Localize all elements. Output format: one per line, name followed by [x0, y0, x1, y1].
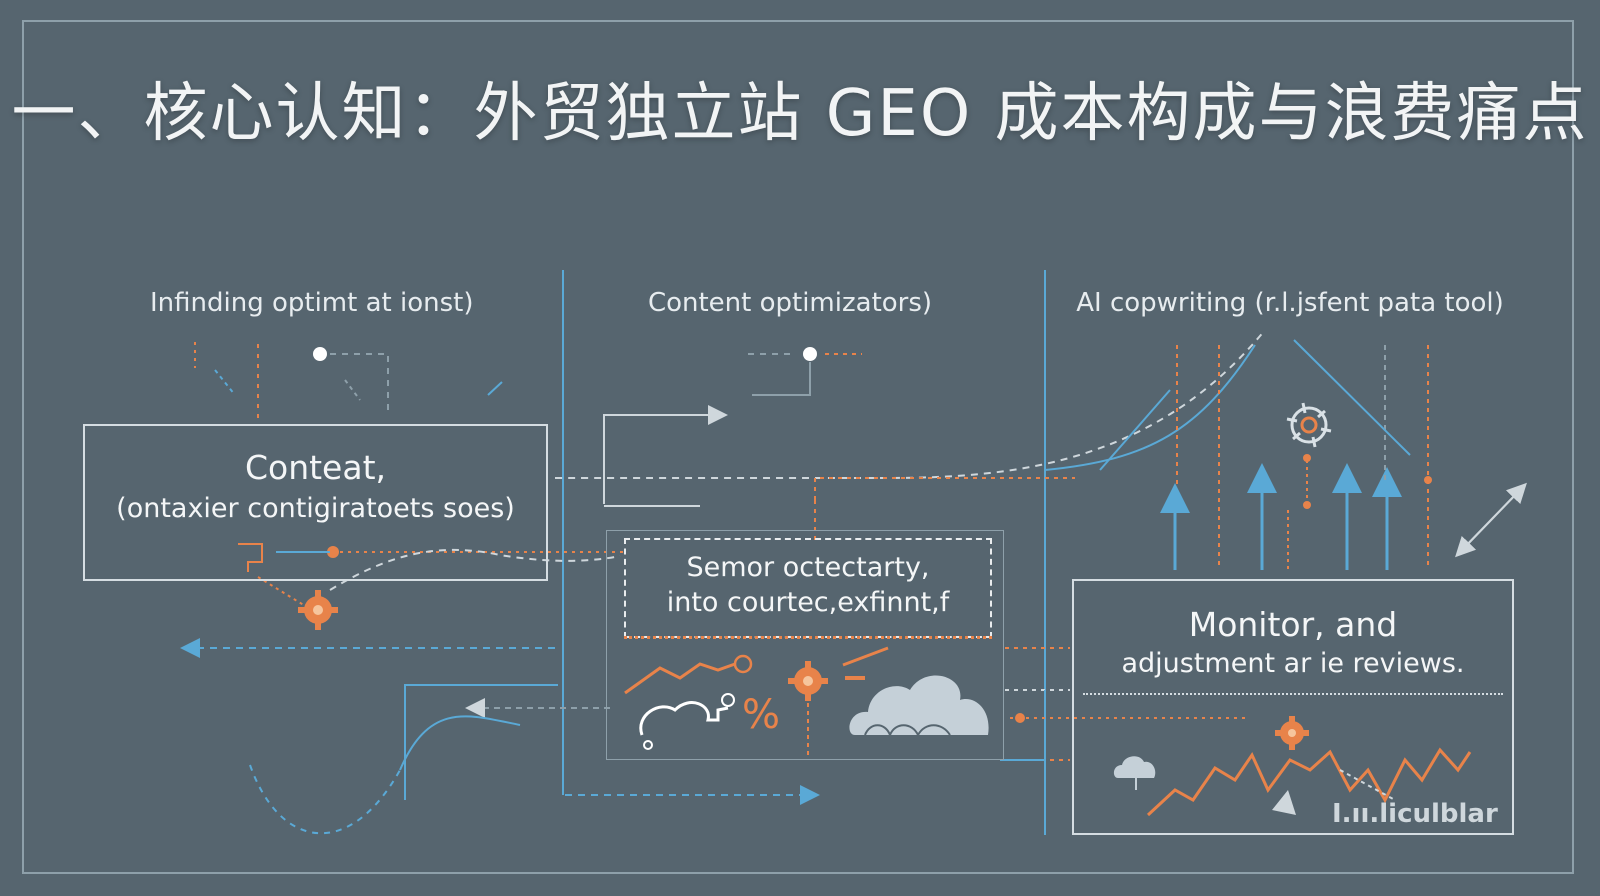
gear-icon-right	[1275, 716, 1309, 750]
percent-icon: %	[742, 692, 781, 738]
middle-icon-cluster	[624, 646, 889, 760]
column1-connectors	[194, 342, 503, 420]
blue-curve-top	[1044, 344, 1256, 471]
box-monitor: Monitor, and adjustment ar ie reviews.	[1072, 579, 1514, 835]
circuit-icon	[639, 701, 729, 736]
box-senior-subtitle: into courtec,exfinnt,f	[666, 587, 950, 618]
box-monitor-divider	[1083, 693, 1503, 695]
box-content-title: Conteat,	[244, 448, 387, 487]
network-gear-icon	[1286, 402, 1332, 448]
column2-connectors	[603, 347, 862, 507]
column-label-1: Infinding optimt at ionst)	[150, 288, 474, 318]
gear-icon-left	[298, 590, 338, 630]
box-content: Conteat, (ontaxier contigiratoets soes)	[83, 424, 548, 581]
gear-icon-middle	[788, 661, 828, 701]
mini-bar-icon	[1272, 790, 1296, 815]
orange-connector-top	[814, 477, 1075, 500]
column-label-3: AI copwriting (r.l.jsfent pata tool)	[1076, 288, 1504, 318]
box-senior: Semor octectarty, into courtec,exfinnt,f	[624, 538, 992, 638]
right-orange-chart	[1146, 747, 1472, 817]
orange-line	[842, 646, 889, 667]
right-arrows	[1099, 339, 1527, 570]
column-label-2: Content optimizators)	[647, 288, 933, 318]
small-cloud-icon	[1113, 756, 1156, 790]
trend-line	[624, 662, 736, 695]
box-monitor-subtitle: adjustment ar ie reviews.	[1121, 648, 1465, 679]
middle-panel	[606, 530, 1004, 760]
cloud-icon	[849, 675, 989, 738]
box-senior-title: Semor octectarty,	[686, 552, 930, 583]
slide-frame	[22, 20, 1574, 874]
slide-title: 一、核心认知：外贸独立站 GEO 成本构成与浪费痛点	[11, 77, 1589, 151]
brand-mark: I.ıı.liculblar	[1332, 799, 1498, 829]
trend-line-end	[733, 654, 753, 674]
middle-lower-connectors	[1000, 647, 1250, 835]
left-box-connectors	[180, 543, 820, 835]
box-senior-dotted-underline	[624, 636, 992, 639]
box-monitor-title: Monitor, and	[1188, 605, 1398, 644]
box-content-subtitle: (ontaxier contigiratoets soes)	[116, 493, 515, 524]
